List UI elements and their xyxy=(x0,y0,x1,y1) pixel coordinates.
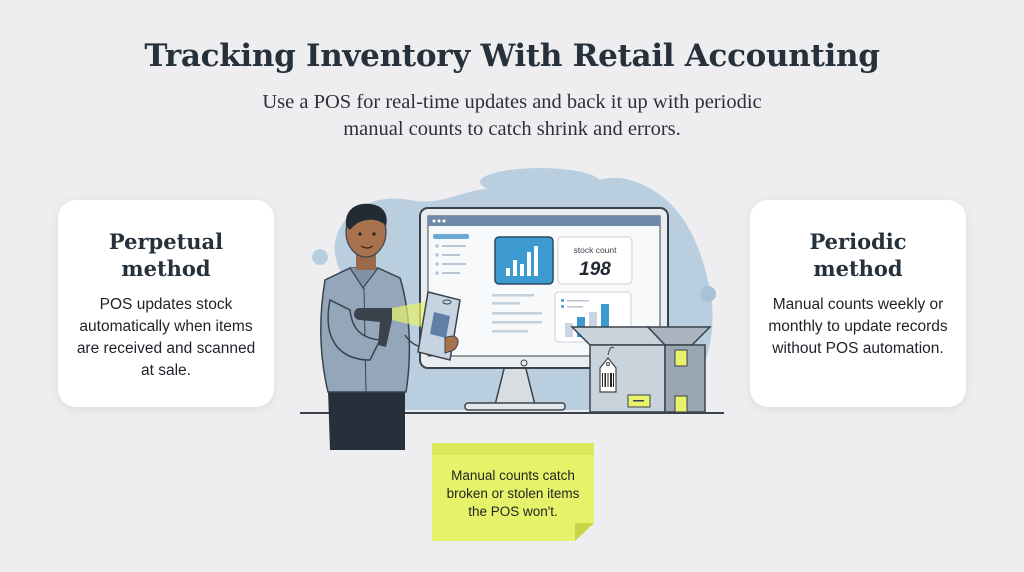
subtitle-line-1: Use a POS for real-time updates and back… xyxy=(262,91,762,113)
stock-count-value: 198 xyxy=(579,259,611,280)
inventory-illustration: stock count 198 xyxy=(300,168,724,450)
card-title: Periodic method xyxy=(809,229,907,281)
bar-chart-icon xyxy=(494,236,554,285)
page-subtitle: Use a POS for real-time updates and back… xyxy=(262,89,762,143)
card-body: POS updates stock automatically when ite… xyxy=(76,296,256,379)
card-body: Manual counts weekly or monthly to updat… xyxy=(768,296,948,357)
page-title: Tracking Inventory With Retail Accountin… xyxy=(144,38,880,74)
sticky-note-line-2: broken or stolen items xyxy=(446,486,580,501)
subtitle-line-2: manual counts to catch shrink and errors… xyxy=(343,118,681,140)
perpetual-method-card: Perpetual method POS updates stock autom… xyxy=(58,200,274,407)
barcode-tag-icon xyxy=(599,346,617,393)
card-title: Perpetual method xyxy=(108,229,224,281)
sticky-note-line-1: Manual counts catch xyxy=(451,468,575,483)
cardboard-box-icon xyxy=(570,326,712,413)
sticky-note-band xyxy=(432,443,594,455)
sticky-note-line-3: the POS won't. xyxy=(468,504,558,519)
sticky-note: Manual counts catch broken or stolen ite… xyxy=(432,443,594,541)
person-with-scanner-icon xyxy=(320,203,461,450)
stock-count-label: stock count xyxy=(574,245,618,255)
periodic-method-card: Periodic method Manual counts weekly or … xyxy=(750,200,966,407)
